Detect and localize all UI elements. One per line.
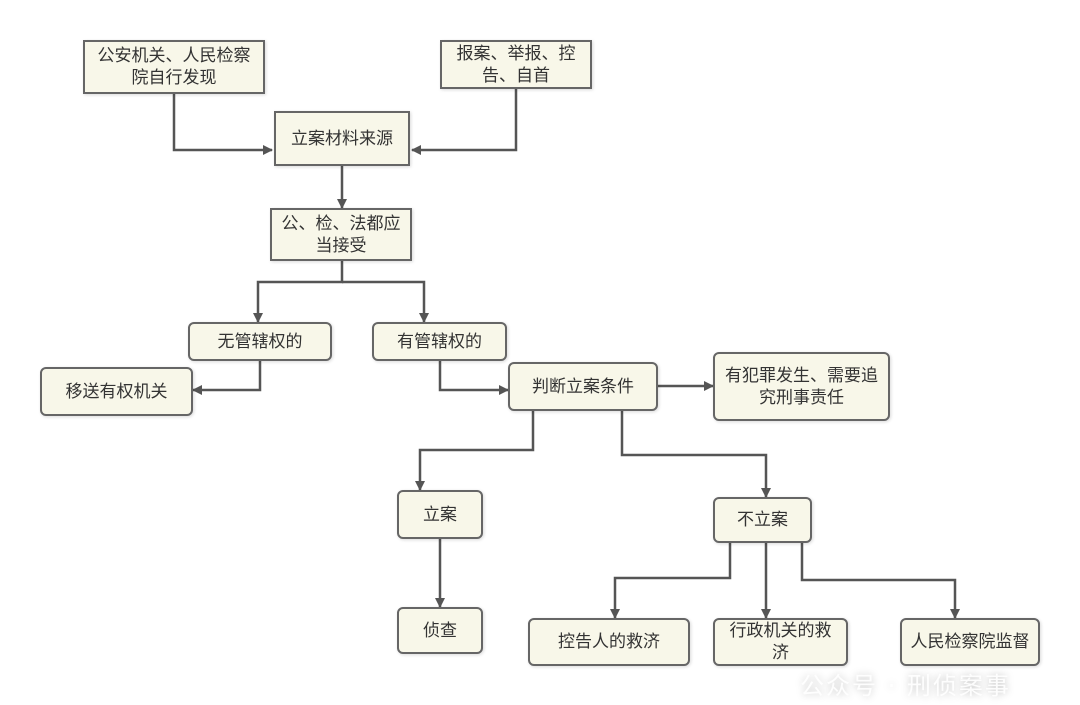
watermark: 公众号 · 刑侦案事	[800, 672, 1011, 700]
arrow-accept-to-has-jurisdiction	[342, 280, 429, 323]
node-procuratorate-supervision: 人民检察院监督	[900, 618, 1040, 666]
node-judge: 判断立案条件	[508, 362, 658, 411]
arrow-report-to-sources	[411, 88, 518, 155]
arrow-not-file-to-complainant	[610, 542, 732, 619]
node-complainant-remedy: 控告人的救济	[528, 618, 690, 666]
node-self-discovery: 公安机关、人民检察院自行发现	[83, 40, 265, 94]
node-transfer: 移送有权机关	[40, 367, 193, 416]
node-crime-condition: 有犯罪发生、需要追究刑事责任	[713, 352, 890, 421]
arrow-not-file-to-procuratorate	[800, 542, 960, 619]
arrow-judge-to-file	[415, 410, 535, 491]
arrow-no-jurisdiction-to-transfer	[192, 360, 262, 395]
node-investigate: 侦查	[397, 607, 483, 654]
node-sources: 立案材料来源	[274, 111, 410, 166]
arrow-self-to-sources	[172, 93, 273, 155]
arrow-accept-to-no-jurisdiction	[253, 260, 344, 323]
node-accept: 公、检、法都应当接受	[270, 208, 412, 261]
node-no-jurisdiction: 无管辖权的	[188, 322, 332, 361]
arrow-judge-to-not-file	[620, 410, 771, 498]
node-file-case: 立案	[397, 490, 483, 539]
arrow-has-jurisdiction-to-judge	[438, 360, 509, 395]
node-admin-remedy: 行政机关的救济	[713, 618, 848, 666]
node-has-jurisdiction: 有管辖权的	[372, 322, 507, 361]
node-not-file: 不立案	[713, 497, 812, 543]
node-report: 报案、举报、控告、自首	[440, 40, 592, 89]
